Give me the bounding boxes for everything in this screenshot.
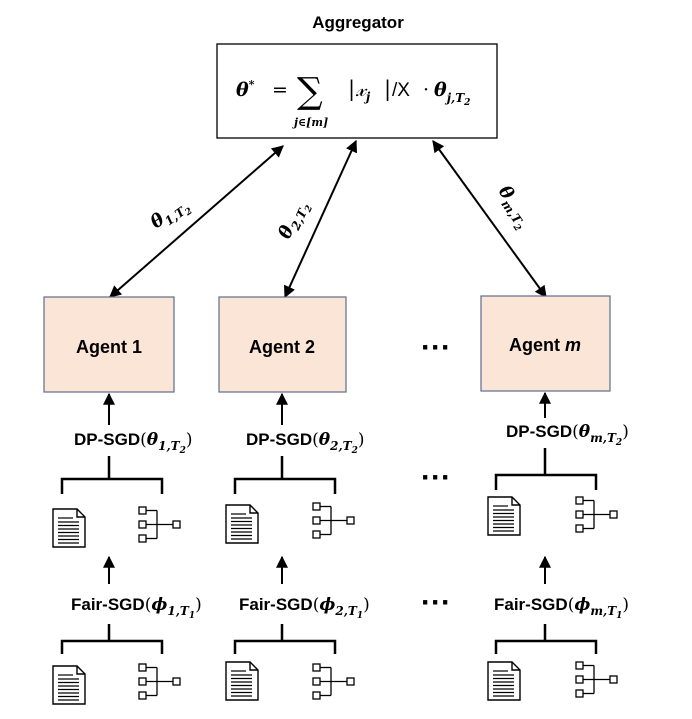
dp-sgd-1-label: DP-SGD(θ1,T2) xyxy=(74,430,192,456)
link-agent-m xyxy=(432,140,547,298)
hierarchy-icon xyxy=(312,663,355,700)
formula-sum: ∑ xyxy=(297,71,323,112)
formula-sum-index: j∈[m] xyxy=(292,116,328,129)
hierarchy-icon xyxy=(312,502,355,539)
document-icon xyxy=(225,504,259,544)
formula-abs-open: | xyxy=(348,77,355,102)
document-icon xyxy=(225,661,259,701)
dp-sgd-m-label: DP-SGD(θm,T2) xyxy=(506,422,629,448)
document-icon xyxy=(52,665,86,705)
agent-m-label: Agent m xyxy=(509,335,581,355)
lower-brackets xyxy=(60,624,598,654)
bracket-lower-2 xyxy=(233,624,337,654)
bracket-lower-m xyxy=(494,624,598,654)
fair-arrows xyxy=(103,555,551,584)
agent-1-box xyxy=(43,296,175,393)
upper-brackets xyxy=(60,448,598,494)
hierarchy-icon xyxy=(575,661,618,698)
bracket-lower-1 xyxy=(60,624,164,654)
document-icon xyxy=(52,508,86,548)
ellipsis-dp: ··· xyxy=(421,461,451,494)
link-agent-2 xyxy=(284,139,357,299)
aggregator-box xyxy=(216,43,498,139)
link-label-1: θ1,T2 xyxy=(147,193,195,238)
formula-theta-j: θj,T2 xyxy=(434,79,470,108)
link-label-m: θm,T2 xyxy=(489,182,536,234)
link-label-2: θ2,T2 xyxy=(274,197,315,244)
aggregator-title: Aggregator xyxy=(312,13,404,32)
bracket-upper-2 xyxy=(233,456,337,494)
dp-sgd-2-label: DP-SGD(θ2,T2) xyxy=(246,430,364,456)
aggregator-formula: θ* = ∑ j∈[m] | 𝓍j | /X · θj,T2 xyxy=(236,71,470,129)
formula-theta-star: θ* xyxy=(236,78,255,101)
agent-1-label: Agent 1 xyxy=(76,337,142,357)
hierarchy-icon xyxy=(138,663,181,700)
document-icon xyxy=(487,496,521,536)
document-icon xyxy=(487,661,521,701)
bracket-upper-m xyxy=(494,448,598,490)
agent-2-box xyxy=(218,296,347,393)
agent-m-box xyxy=(480,295,611,392)
hierarchy-icon xyxy=(575,496,618,533)
fair-sgd-2-label: Fair-SGD(ϕ2,T1) xyxy=(239,595,370,621)
link-agent-1 xyxy=(109,145,284,298)
hierarchy-icon xyxy=(138,506,181,543)
formula-x: 𝓍j xyxy=(355,77,371,104)
ellipsis-agents: ··· xyxy=(421,331,451,364)
dp-arrows xyxy=(103,391,551,425)
formula-equals: = xyxy=(272,79,288,101)
fair-sgd-m-label: Fair-SGD(ϕm,T1) xyxy=(494,595,629,621)
formula-abs-close: | xyxy=(384,77,391,102)
links xyxy=(109,139,547,299)
bracket-upper-1 xyxy=(60,456,164,494)
formula-div-x: /X xyxy=(392,80,410,101)
agent-2-label: Agent 2 xyxy=(249,337,315,357)
fair-sgd-1-label: Fair-SGD(ϕ1,T1) xyxy=(71,595,202,621)
formula-dot: · xyxy=(423,79,429,101)
ellipsis-fair: ··· xyxy=(421,586,451,619)
